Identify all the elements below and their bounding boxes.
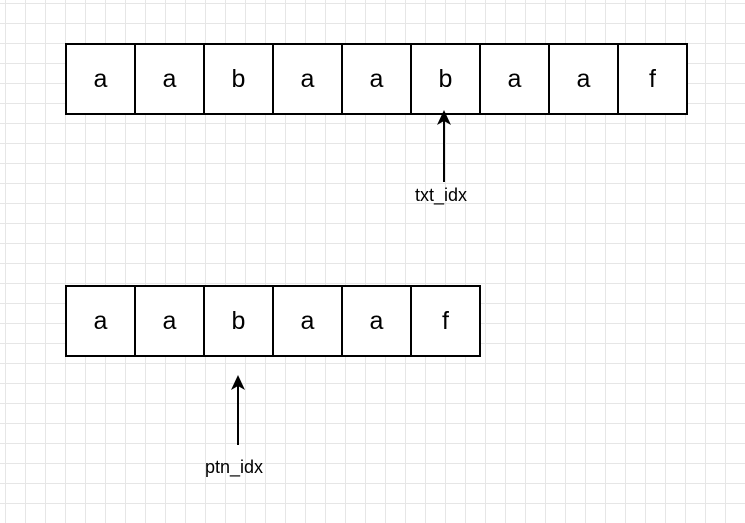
pattern-cell: a: [272, 285, 343, 357]
text-cell: b: [410, 43, 481, 115]
text-cell: f: [617, 43, 688, 115]
text-cell: a: [341, 43, 412, 115]
pattern-cell: f: [410, 285, 481, 357]
text-cell: a: [134, 43, 205, 115]
text-cell: b: [203, 43, 274, 115]
pattern-cell: b: [203, 285, 274, 357]
text-cell: a: [272, 43, 343, 115]
text-cell: a: [479, 43, 550, 115]
pattern-cell: a: [341, 285, 412, 357]
ptn-idx-label: ptn_idx: [205, 457, 264, 477]
text-array: a a b a a b a a f: [65, 43, 688, 115]
text-cell: a: [65, 43, 136, 115]
pattern-array: a a b a a f: [65, 285, 481, 357]
txt-idx-label: txt_idx: [415, 185, 468, 205]
pattern-cell: a: [65, 285, 136, 357]
ptn-idx-arrow: [231, 375, 245, 445]
pattern-cell: a: [134, 285, 205, 357]
text-cell: a: [548, 43, 619, 115]
txt-idx-arrow: [437, 110, 451, 182]
